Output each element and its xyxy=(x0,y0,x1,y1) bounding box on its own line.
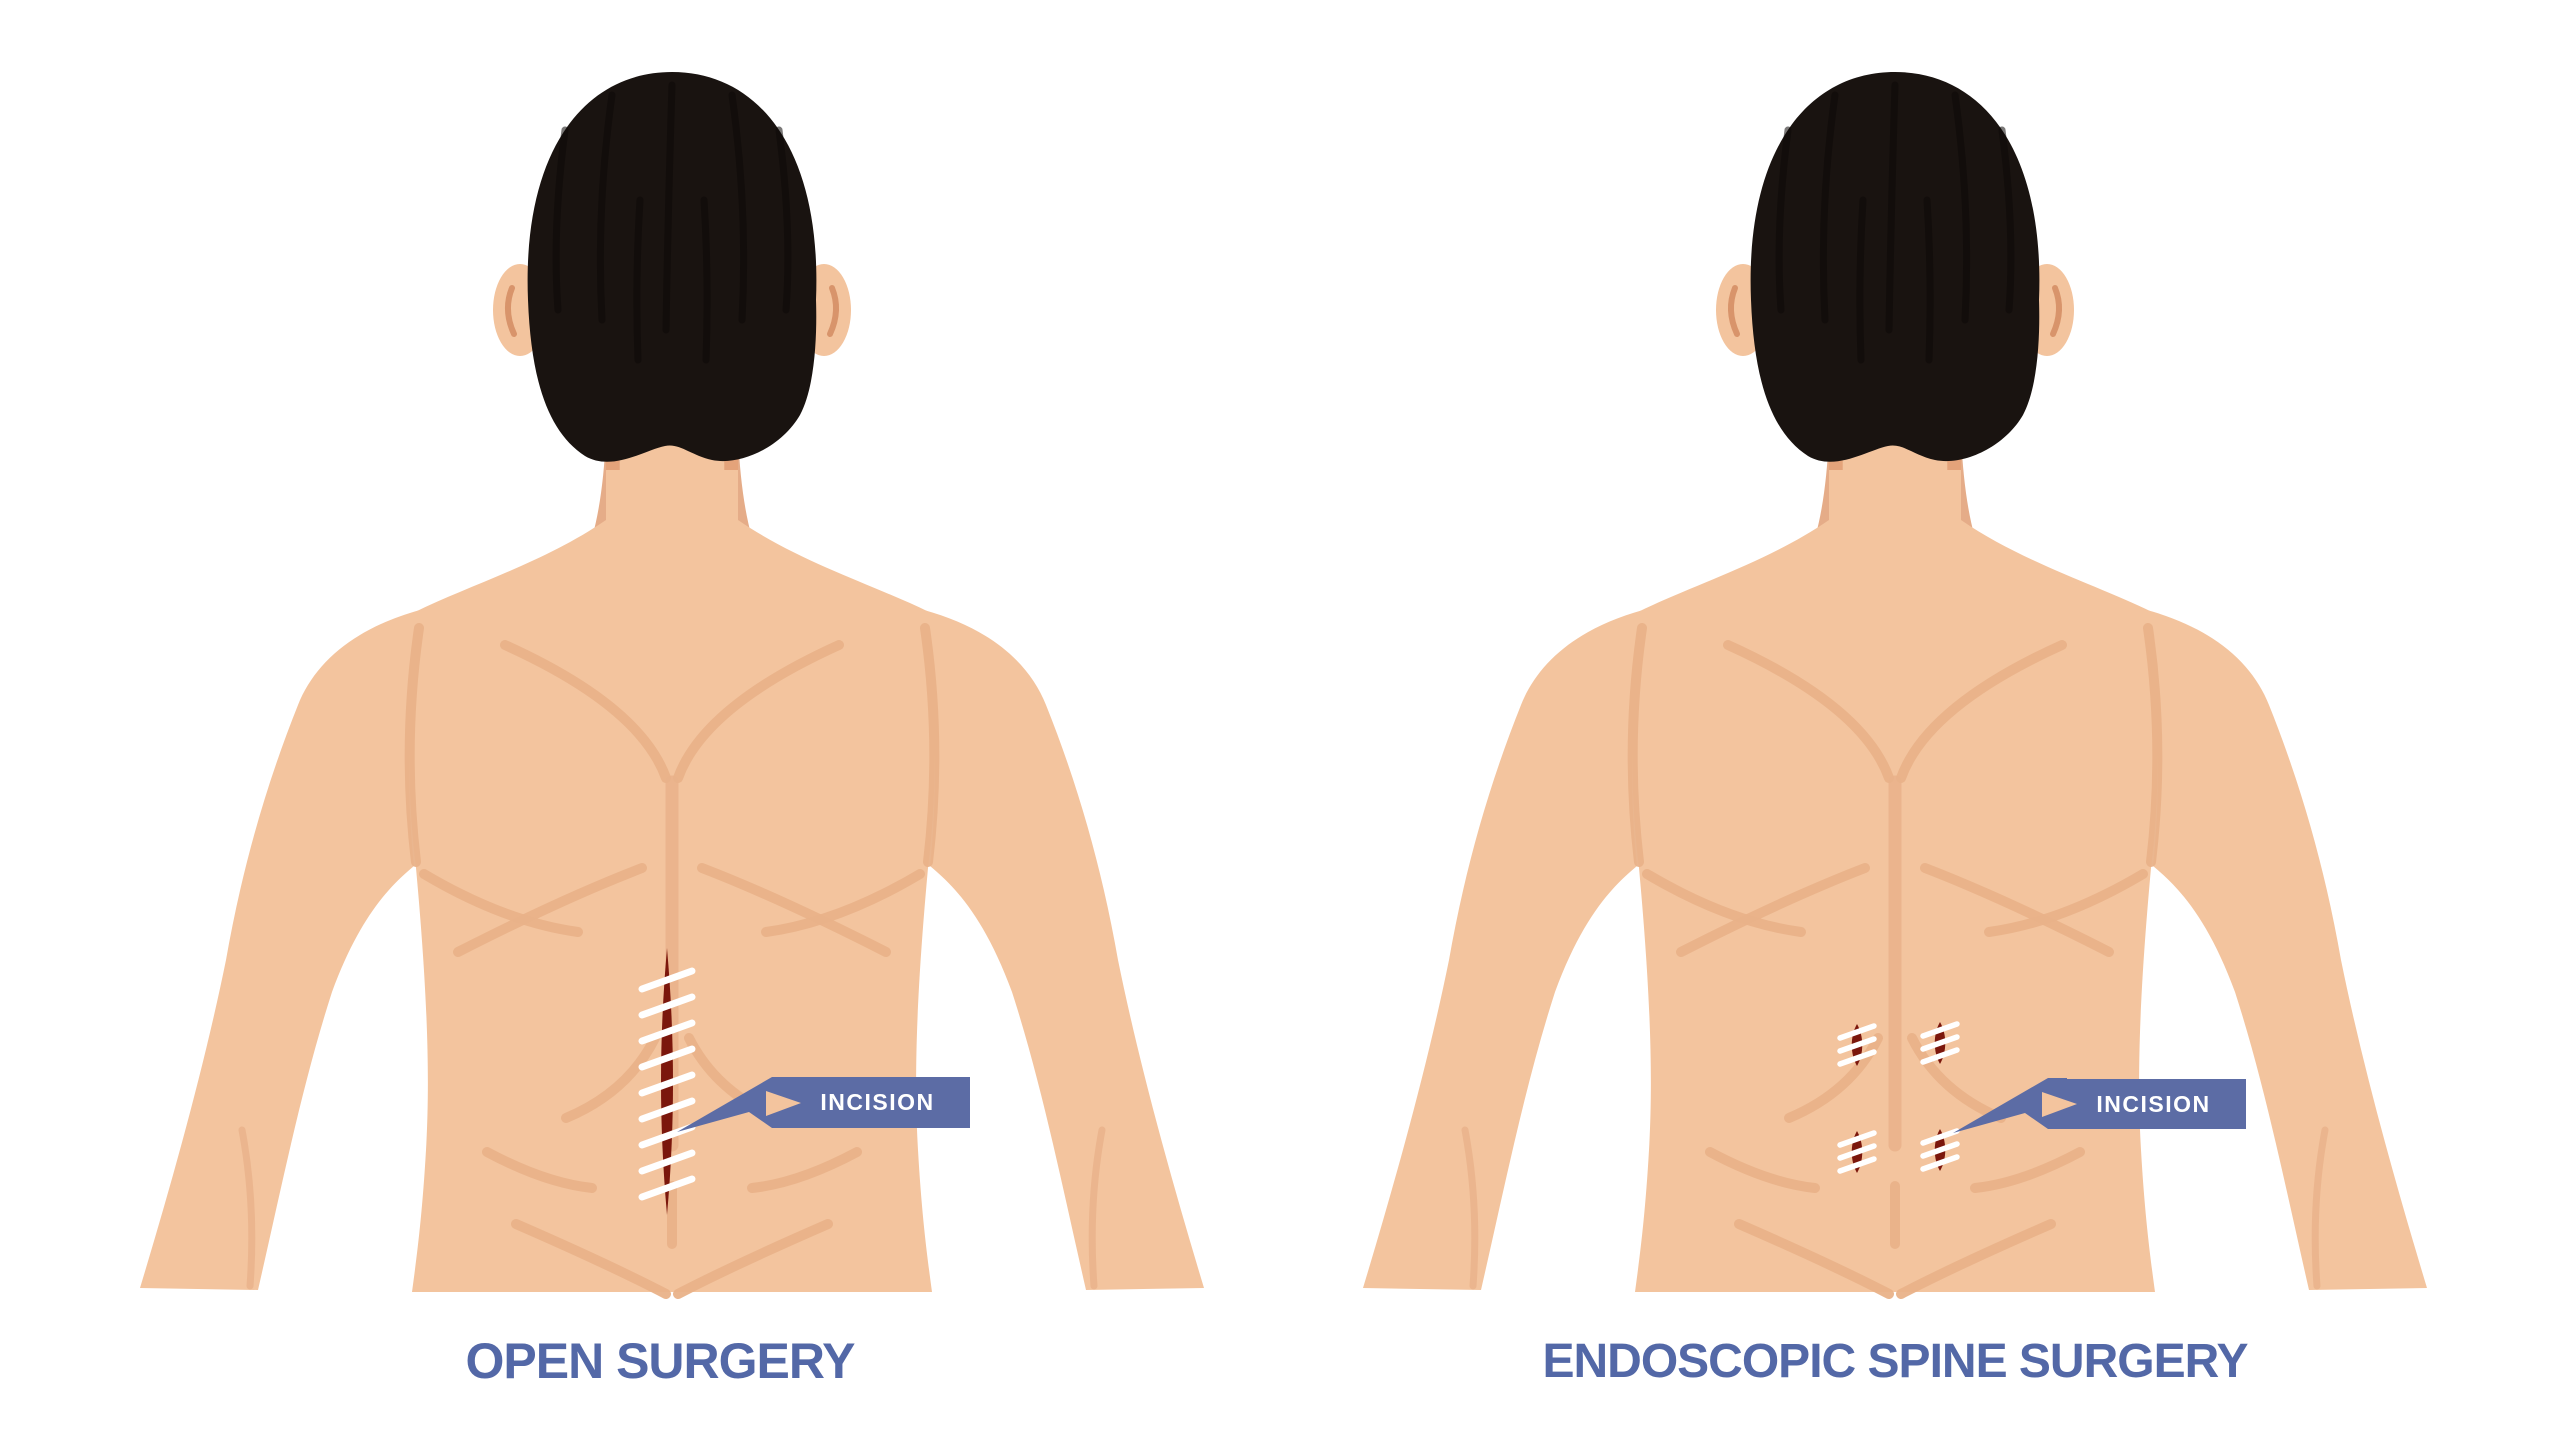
small-incision xyxy=(1837,1023,1877,1067)
incision-label-box xyxy=(2061,1079,2246,1129)
patient-endoscopic-surgery xyxy=(1363,72,2427,1294)
stitch xyxy=(638,1175,696,1201)
stitch xyxy=(638,1149,696,1175)
long-incision xyxy=(638,948,696,1215)
stitch xyxy=(638,1097,696,1123)
callout-pointer xyxy=(1953,1078,2067,1133)
incision-callout-left xyxy=(677,1077,970,1132)
keyhole-incisions xyxy=(1837,1021,1960,1174)
stitch xyxy=(638,1045,696,1071)
stitch xyxy=(638,993,696,1019)
stitch xyxy=(638,1071,696,1097)
small-incision xyxy=(1920,1128,1960,1172)
small-incision xyxy=(1920,1021,1960,1065)
callout-notch xyxy=(2042,1092,2077,1117)
stitch xyxy=(638,1019,696,1045)
small-incision xyxy=(1837,1130,1877,1174)
caption-endoscopic-spine-surgery: ENDOSCOPIC SPINE SURGERY xyxy=(1542,1335,2248,1388)
stitch xyxy=(638,967,696,993)
callout-pointer xyxy=(677,1077,791,1132)
incision-label-box xyxy=(785,1077,970,1128)
incision-label-right: INCISION xyxy=(2096,1090,2211,1117)
incision-callout-right xyxy=(1953,1078,2246,1133)
callout-notch xyxy=(766,1091,801,1116)
caption-open-surgery: OPEN SURGERY xyxy=(465,1333,855,1389)
incision-label-left: INCISION xyxy=(820,1089,935,1115)
